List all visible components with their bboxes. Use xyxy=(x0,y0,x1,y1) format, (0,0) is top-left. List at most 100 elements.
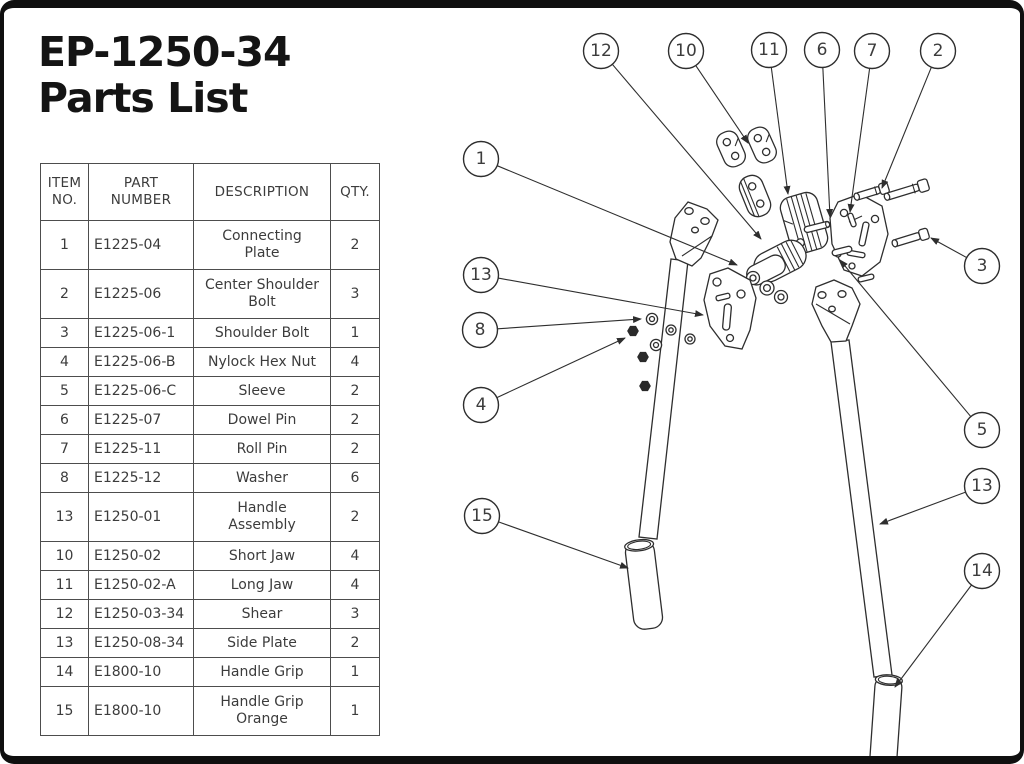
balloon-label: 1 xyxy=(476,149,487,169)
description-cell: Connecting Plate xyxy=(193,220,331,270)
leader-line-11 xyxy=(770,67,791,195)
balloon-label: 12 xyxy=(590,41,612,61)
part-number-cell: E1225-04 xyxy=(88,220,194,270)
qty-cell: 1 xyxy=(330,657,380,687)
dowel-pin xyxy=(803,220,831,234)
part-number-cell: E1225-06-B xyxy=(88,347,194,377)
balloon-label: 10 xyxy=(675,41,697,61)
balloon-label: 15 xyxy=(471,506,493,526)
item-no-cell: 14 xyxy=(40,657,89,687)
leader-line-10 xyxy=(695,65,749,144)
balloon-15 xyxy=(463,497,501,535)
description-cell: Nylock Hex Nut xyxy=(193,347,331,377)
balloon-14 xyxy=(963,552,1001,590)
qty-cell: 2 xyxy=(330,405,380,435)
item-no-cell: 2 xyxy=(40,269,89,319)
balloon-label: 14 xyxy=(971,561,993,581)
leader-line-7 xyxy=(847,68,871,213)
item-no-cell: 13 xyxy=(40,492,89,542)
shear-blade-mid xyxy=(753,239,807,283)
balloon-label: 2 xyxy=(933,41,944,61)
balloon-label: 8 xyxy=(475,320,486,340)
leader-line-12 xyxy=(611,63,762,240)
description-cell: Roll Pin xyxy=(193,434,331,464)
side-plate-right xyxy=(829,193,889,277)
handle-assembly-right xyxy=(811,279,903,756)
part-number-cell: E1250-02-A xyxy=(88,570,194,600)
washer xyxy=(645,312,696,352)
shoulder-bolts xyxy=(853,178,930,248)
balloon-12 xyxy=(582,32,620,70)
description-cell: Shear xyxy=(193,599,331,629)
handle-clevis-left xyxy=(669,201,719,267)
roll-pin xyxy=(847,212,857,228)
roll-pin-2 xyxy=(857,273,875,283)
leader-line-14 xyxy=(894,584,972,688)
balloon-label: 13 xyxy=(470,265,492,285)
item-no-cell: 10 xyxy=(40,541,89,571)
part-number-cell: E1250-08-34 xyxy=(88,628,194,658)
balloon-13 xyxy=(963,467,1001,505)
item-no-cell: 1 xyxy=(40,220,89,270)
part-number-cell: E1225-12 xyxy=(88,463,194,493)
part-number-cell: E1225-06-1 xyxy=(88,318,194,348)
handle-tube-left xyxy=(638,258,689,540)
shoulder-bolt xyxy=(891,227,930,248)
balloon-label: 5 xyxy=(977,420,988,440)
balloon-label: 13 xyxy=(971,476,993,496)
description-cell: Handle Grip Orange xyxy=(193,686,331,736)
balloon-2 xyxy=(919,32,957,70)
balloon-5 xyxy=(963,411,1001,449)
part-number-cell: E1225-06 xyxy=(88,269,194,319)
qty-cell: 1 xyxy=(330,318,380,348)
side-plate-left xyxy=(703,267,757,350)
leader-line-5 xyxy=(839,259,972,417)
qty-cell: 2 xyxy=(330,492,380,542)
description-cell: Center Shoulder Bolt xyxy=(193,269,331,319)
qty-cell: 1 xyxy=(330,686,380,736)
balloon-10 xyxy=(667,32,705,70)
description-cell: Dowel Pin xyxy=(193,405,331,435)
hardware-washers-nuts xyxy=(627,312,696,392)
qty-cell: 6 xyxy=(330,463,380,493)
col-header-qty: QTY. xyxy=(330,163,380,221)
balloon-label: 7 xyxy=(867,41,878,61)
item-no-cell: 12 xyxy=(40,599,89,629)
item-no-cell: 13 xyxy=(40,628,89,658)
parts-table-header: ITEM NO. PART NUMBER DESCRIPTION QTY. xyxy=(40,163,380,221)
item-no-cell: 4 xyxy=(40,347,89,377)
part-number-cell: E1250-03-34 xyxy=(88,599,194,629)
balloon-label: 6 xyxy=(817,40,828,60)
leader-line-13 xyxy=(879,491,966,525)
item-no-cell: 3 xyxy=(40,318,89,348)
item-no-cell: 15 xyxy=(40,686,89,736)
page-title-line1: EP-1250-34 xyxy=(38,28,292,76)
leader-line-8 xyxy=(497,316,642,330)
pins xyxy=(803,212,875,283)
handle-assembly-left xyxy=(624,201,719,630)
description-cell: Handle Grip xyxy=(193,657,331,687)
description-cell: Washer xyxy=(193,463,331,493)
balloon-4 xyxy=(462,386,500,424)
description-cell: Short Jaw xyxy=(193,541,331,571)
leader-line-4 xyxy=(496,337,626,399)
qty-cell: 4 xyxy=(330,347,380,377)
col-header-item-no: ITEM NO. xyxy=(40,163,89,221)
qty-cell: 2 xyxy=(330,434,380,464)
qty-cell: 2 xyxy=(330,376,380,406)
leader-line-1 xyxy=(496,165,738,266)
balloon-8 xyxy=(461,311,499,349)
item-no-cell: 5 xyxy=(40,376,89,406)
center-shoulder-bolt-2 xyxy=(883,178,930,201)
